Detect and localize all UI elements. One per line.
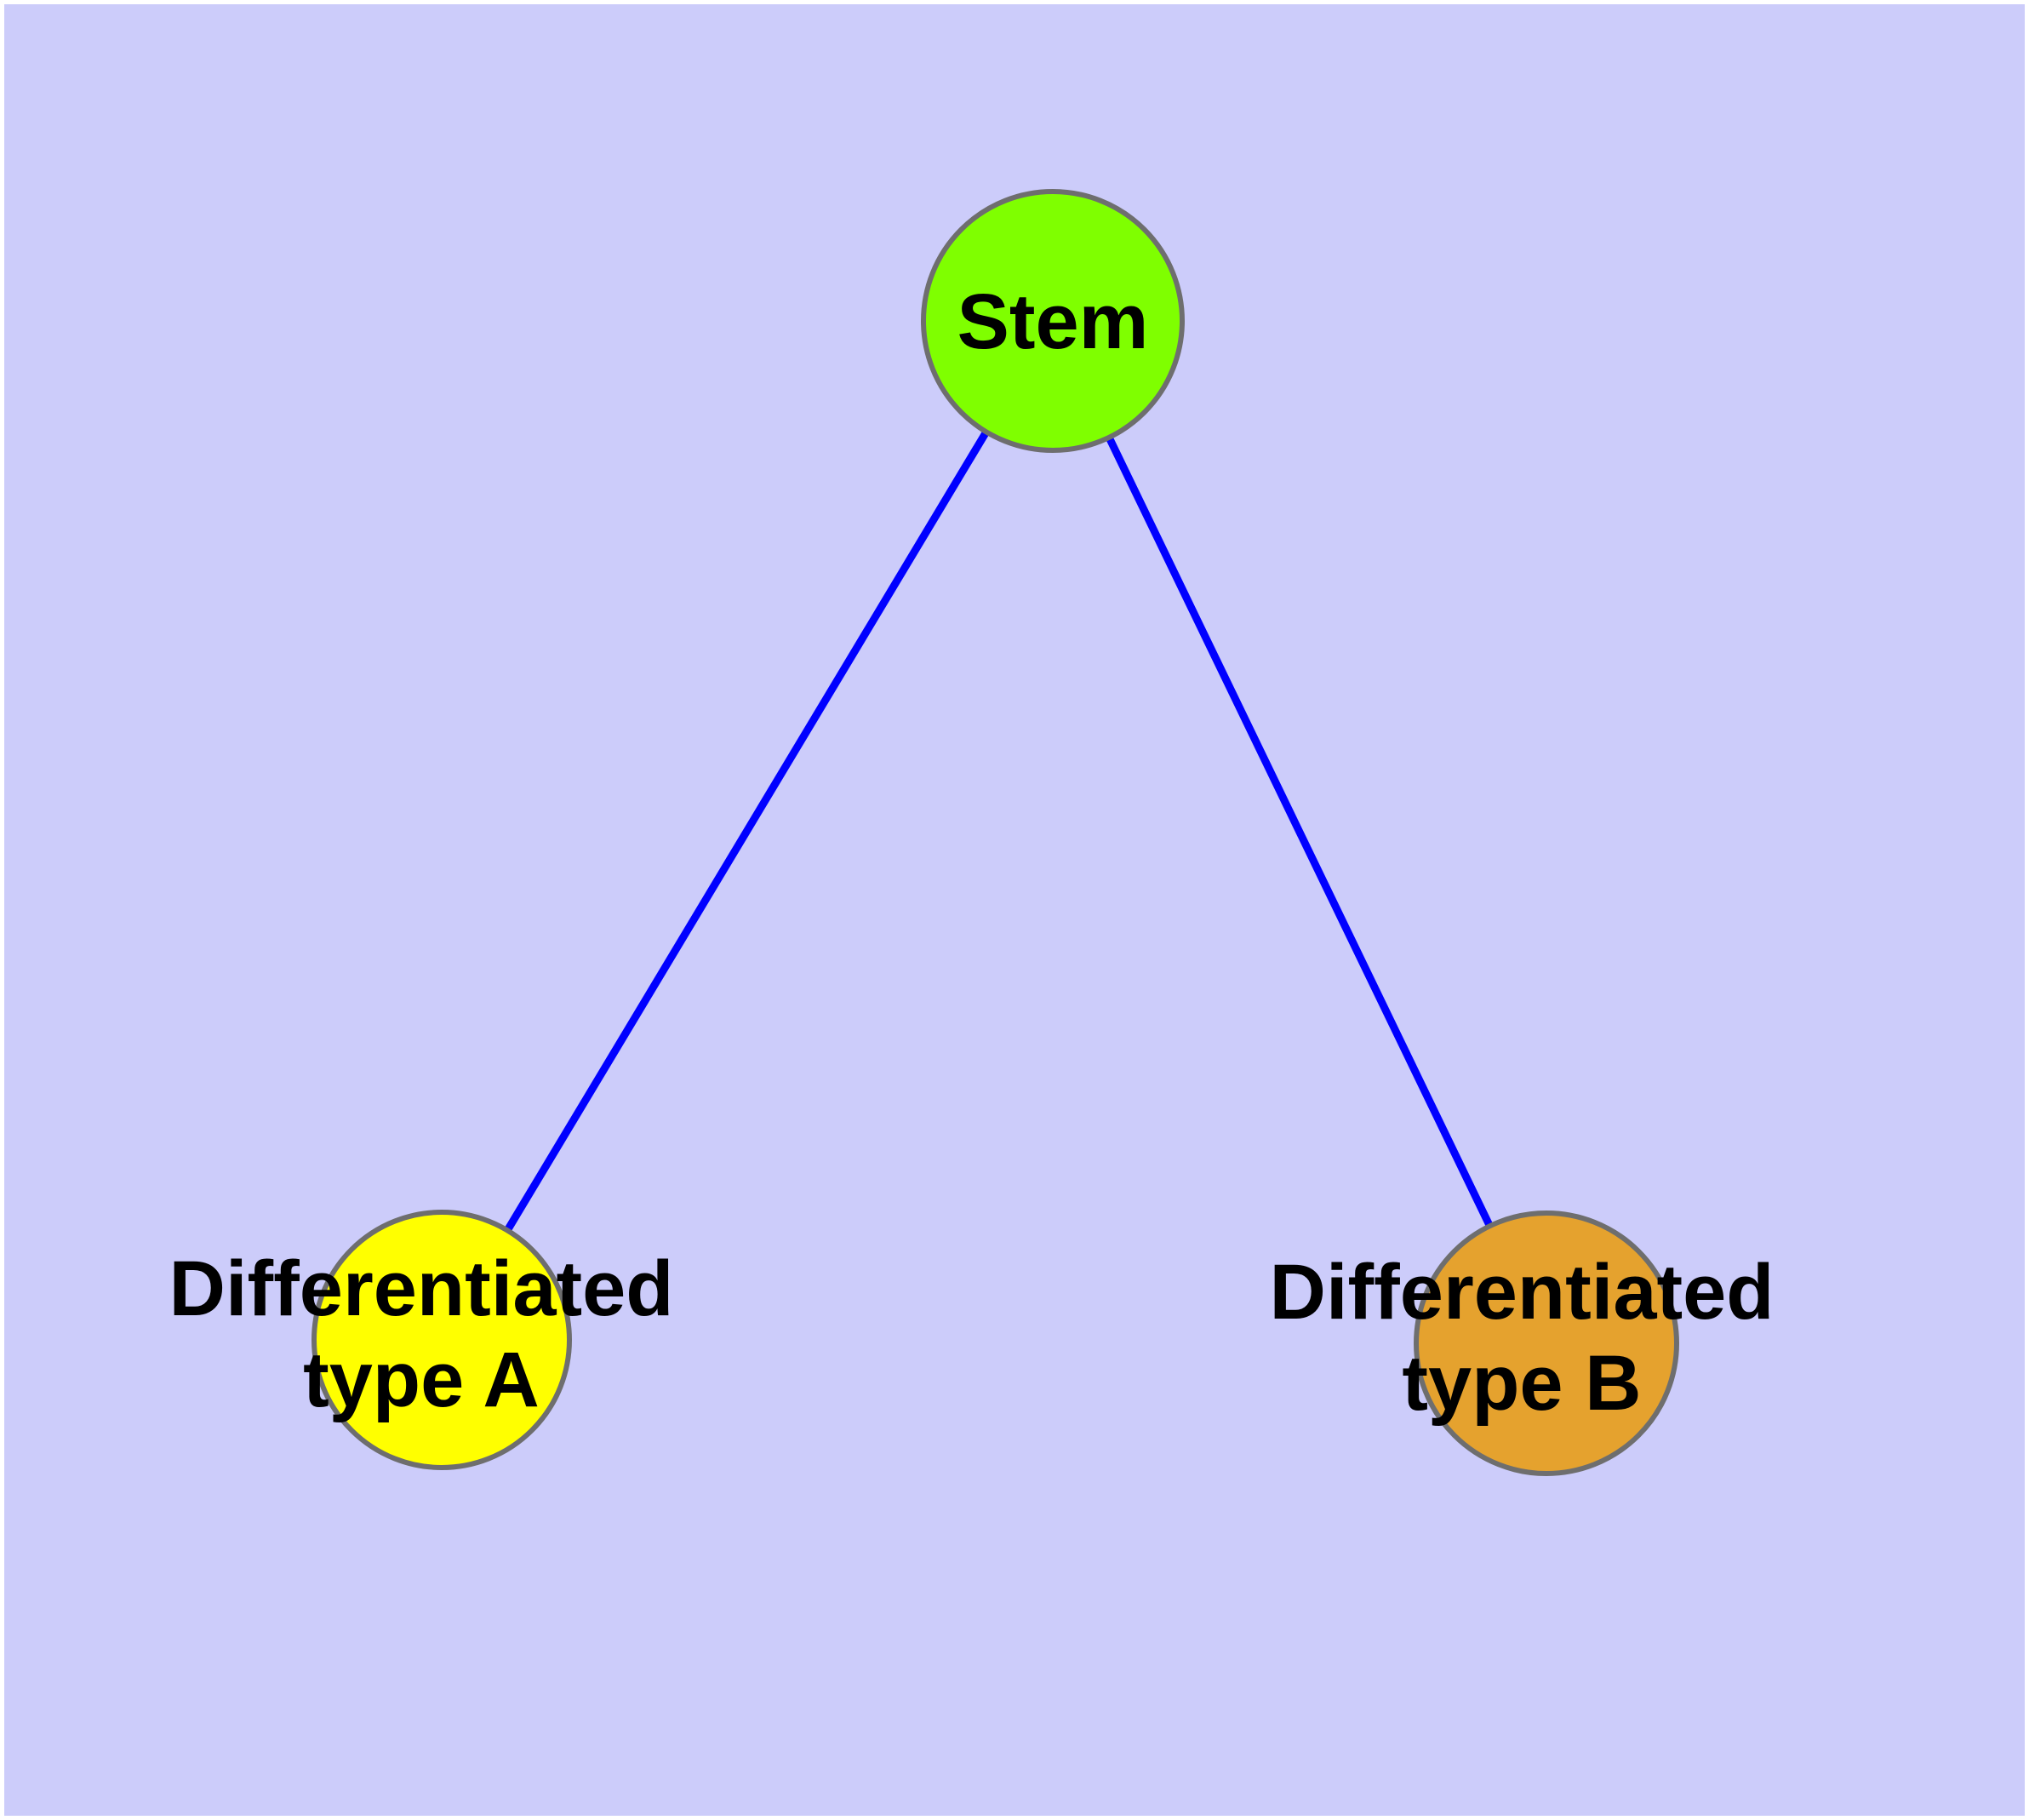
node-circle-diff-b[interactable] <box>1414 1210 1679 1476</box>
node-circle-diff-a[interactable] <box>311 1210 572 1470</box>
node-circle-stem[interactable] <box>921 189 1185 453</box>
node-diff-a[interactable] <box>311 1210 572 1470</box>
edge-stem-to-diff-a <box>438 318 1056 1342</box>
node-layer <box>311 189 1679 1476</box>
label-layer: Stem Differentiated type A Differentiate… <box>169 278 1775 1427</box>
node-label-stem: Stem <box>957 278 1149 365</box>
node-label-diff-a-line1: Differentiated <box>169 1245 674 1332</box>
node-label-diff-b-line1: Differentiated <box>1270 1249 1775 1336</box>
node-label-diff-a-line2: type A <box>303 1336 540 1423</box>
node-label-diff-b-line2: type B <box>1402 1340 1641 1427</box>
edge-stem-to-diff-b <box>1049 319 1551 1345</box>
node-stem[interactable] <box>921 189 1185 453</box>
edge-layer <box>438 318 1551 1345</box>
node-diff-b[interactable] <box>1414 1210 1679 1476</box>
